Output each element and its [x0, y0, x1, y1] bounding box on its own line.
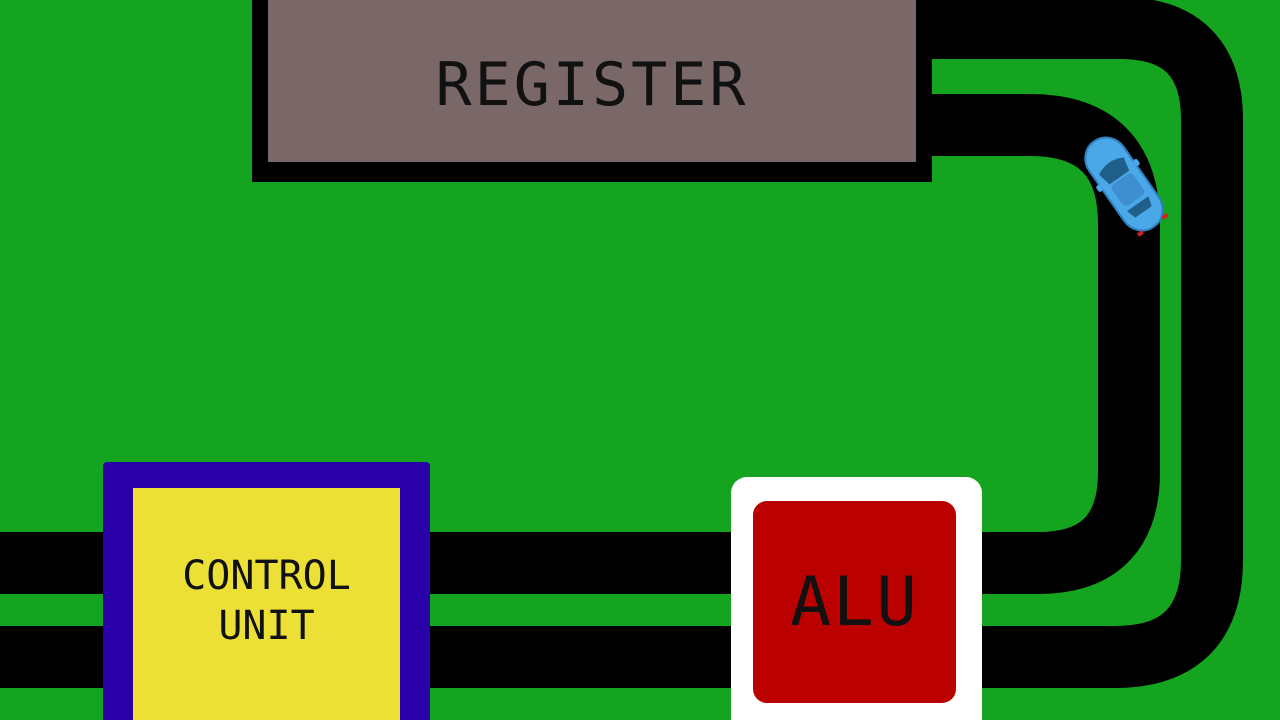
control-unit-label-line2: UNIT — [218, 603, 315, 649]
alu-label: ALU — [790, 562, 919, 642]
car-icon — [1084, 136, 1169, 237]
car-mirror-left — [1096, 184, 1103, 192]
car-rear-window — [1127, 196, 1152, 218]
alu-block: ALU — [731, 477, 982, 720]
register-block: REGISTER — [252, 0, 932, 182]
car-windshield — [1099, 157, 1130, 185]
car-taillight-left — [1136, 230, 1144, 237]
control-unit-label-line1: CONTROL — [182, 553, 351, 599]
road-outer-track — [0, 0, 1243, 688]
control-unit-block: CONTROL UNIT — [103, 462, 430, 720]
car-roof — [1111, 173, 1145, 206]
car-mirror-right — [1133, 158, 1140, 167]
control-unit-panel: CONTROL UNIT — [133, 488, 400, 720]
register-label: REGISTER — [435, 50, 749, 120]
register-panel: REGISTER — [268, 0, 916, 162]
car-taillight-right — [1161, 212, 1169, 220]
alu-panel: ALU — [753, 501, 956, 703]
